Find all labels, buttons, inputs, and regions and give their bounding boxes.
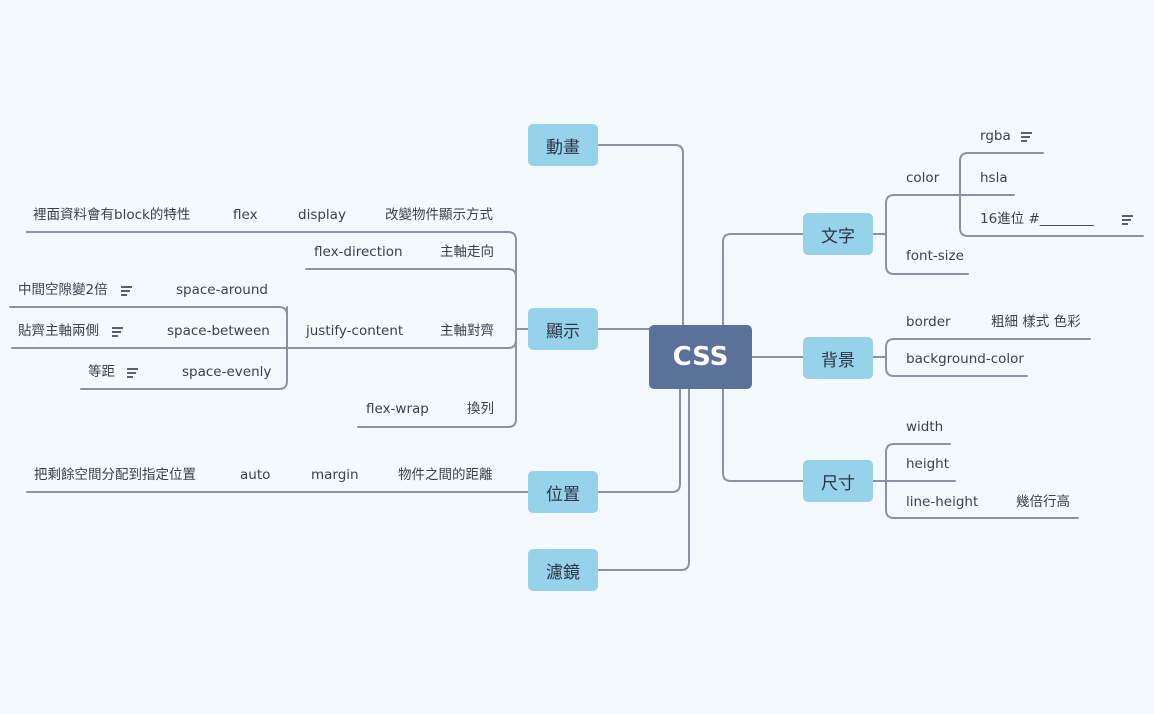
- label-space-evenly[interactable]: space-evenly: [182, 364, 272, 380]
- label-width[interactable]: width: [906, 419, 944, 435]
- label-font-size[interactable]: font-size: [906, 248, 964, 264]
- note-icon[interactable]: [112, 327, 123, 337]
- label-wrap[interactable]: 換列: [467, 401, 494, 417]
- label-line-height-desc[interactable]: 幾倍行高: [1016, 494, 1070, 510]
- label-auto[interactable]: auto: [240, 467, 271, 483]
- label-flex-wrap[interactable]: flex-wrap: [366, 401, 429, 417]
- label-flex-direction[interactable]: flex-direction: [314, 244, 403, 260]
- label-margin[interactable]: margin: [311, 467, 359, 483]
- label-space-evenly-desc[interactable]: 等距: [88, 364, 115, 380]
- label-rgba[interactable]: rgba: [980, 128, 1011, 144]
- topic-size[interactable]: 尺寸: [803, 460, 873, 502]
- label-space-around-desc[interactable]: 中間空隙變2倍: [18, 282, 108, 298]
- label-space-between[interactable]: space-between: [167, 323, 270, 339]
- note-icon[interactable]: [121, 286, 132, 296]
- label-main-axis-dir[interactable]: 主軸走向: [440, 244, 494, 260]
- label-space-between-desc[interactable]: 貼齊主軸兩側: [18, 323, 99, 339]
- topic-position[interactable]: 位置: [528, 471, 598, 513]
- label-space-around[interactable]: space-around: [176, 282, 268, 298]
- topic-filter[interactable]: 濾鏡: [528, 549, 598, 591]
- note-icon[interactable]: [1122, 215, 1133, 225]
- label-distance[interactable]: 物件之間的距離: [398, 467, 493, 483]
- note-icon[interactable]: [127, 368, 138, 378]
- root-topic[interactable]: CSS: [649, 325, 752, 389]
- label-border-desc[interactable]: 粗細 樣式 色彩: [991, 314, 1081, 330]
- label-hsla[interactable]: hsla: [980, 170, 1008, 186]
- label-flex-desc[interactable]: 裡面資料會有block的特性: [33, 207, 191, 223]
- label-justify-content[interactable]: justify-content: [306, 323, 404, 339]
- label-background-color[interactable]: background-color: [906, 351, 1024, 367]
- label-height[interactable]: height: [906, 456, 950, 472]
- label-main-axis-align[interactable]: 主軸對齊: [440, 323, 494, 339]
- label-border[interactable]: border: [906, 314, 951, 330]
- note-icon[interactable]: [1021, 132, 1032, 142]
- label-line-height[interactable]: line-height: [906, 494, 979, 510]
- label-color[interactable]: color: [906, 170, 940, 186]
- topic-display[interactable]: 顯示: [528, 308, 598, 350]
- label-change-display[interactable]: 改變物件顯示方式: [385, 207, 493, 223]
- topic-text[interactable]: 文字: [803, 213, 873, 255]
- label-auto-desc[interactable]: 把剩餘空間分配到指定位置: [34, 467, 196, 483]
- topic-background[interactable]: 背景: [803, 337, 873, 379]
- label-display[interactable]: display: [298, 207, 346, 223]
- label-flex[interactable]: flex: [233, 207, 258, 223]
- topic-animation[interactable]: 動畫: [528, 124, 598, 166]
- label-hex[interactable]: 16進位 #________: [980, 211, 1094, 227]
